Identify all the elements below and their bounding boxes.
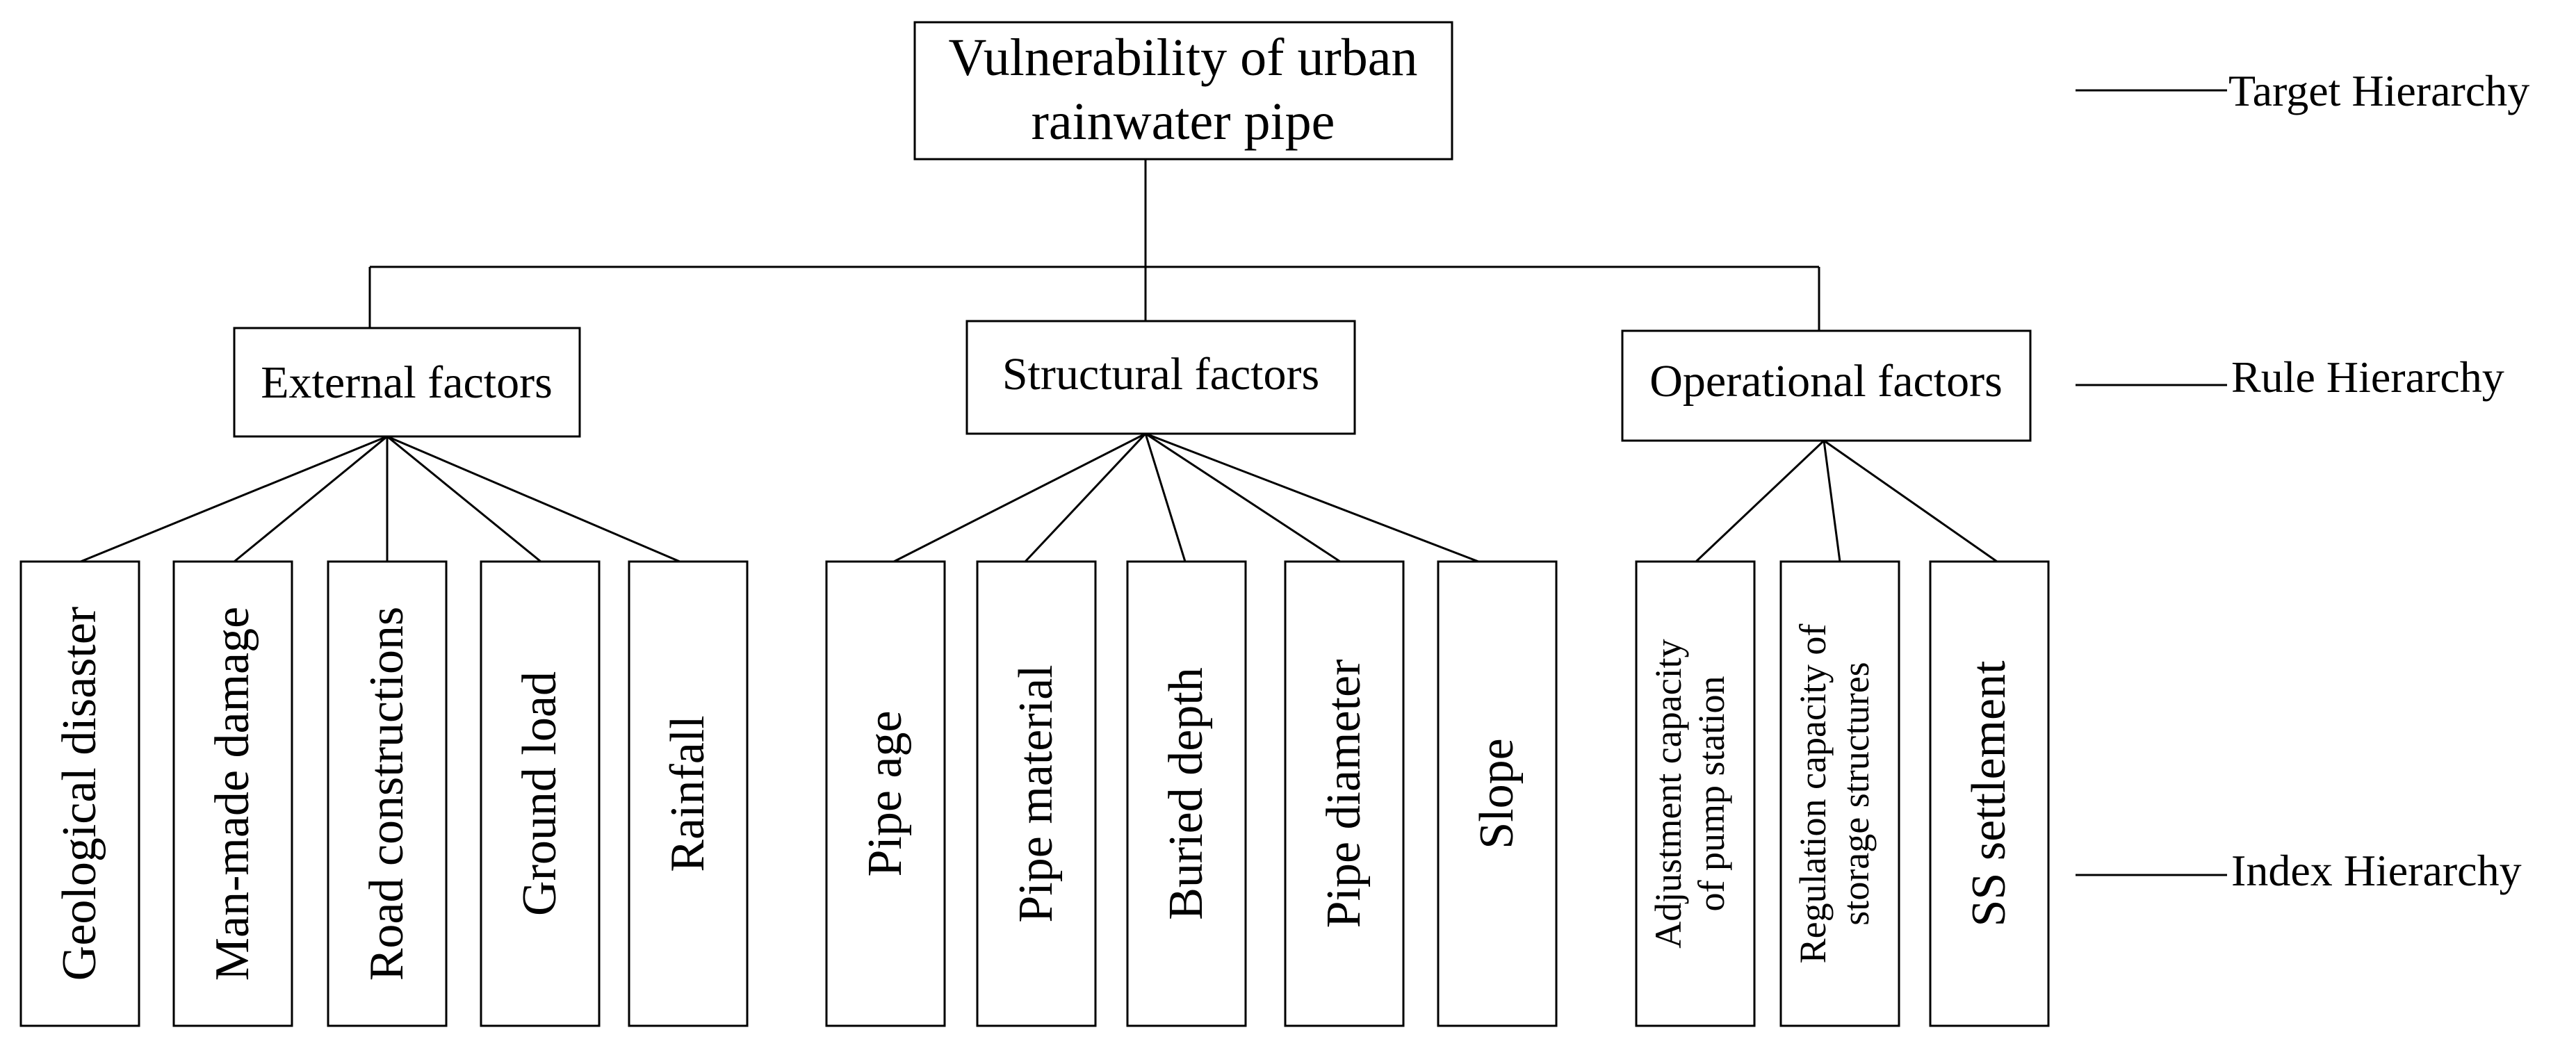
index-box bbox=[1635, 560, 1756, 1027]
index-label: SS settlement bbox=[1962, 660, 2016, 927]
index-node: Ground load bbox=[480, 560, 601, 1027]
index-label: Buried depth bbox=[1159, 667, 1213, 920]
index-node: Rainfall bbox=[628, 560, 749, 1027]
index-box bbox=[628, 560, 749, 1027]
connector-structural-4 bbox=[1145, 432, 1341, 563]
connector-external-2 bbox=[234, 435, 388, 563]
index-node: Pipe diameter bbox=[1284, 560, 1405, 1027]
index-node: Slope bbox=[1437, 560, 1558, 1027]
index-node: Pipe material bbox=[976, 560, 1097, 1027]
index-label: Road constructions bbox=[360, 607, 414, 981]
index-label: Geological disaster bbox=[53, 607, 106, 981]
index-box bbox=[1929, 560, 2050, 1027]
level-label-rule: Rule Hierarchy bbox=[2231, 352, 2504, 402]
index-label-line2: storage structures bbox=[1835, 662, 1877, 925]
connector-structural-2 bbox=[1024, 432, 1147, 563]
index-label: Pipe material bbox=[1009, 664, 1063, 922]
rule-label-operational: Operational factors bbox=[1649, 356, 2003, 407]
index-label: Man-made damage bbox=[206, 607, 259, 981]
index-label-line2: of pump station bbox=[1690, 676, 1732, 912]
index-box bbox=[976, 560, 1097, 1027]
rule-node-external: External factors bbox=[233, 327, 581, 438]
index-box bbox=[1437, 560, 1558, 1027]
index-label-line1: Regulation capacity of bbox=[1792, 624, 1834, 964]
connector-external-5 bbox=[386, 435, 680, 563]
index-box bbox=[1284, 560, 1405, 1027]
index-box bbox=[172, 560, 293, 1027]
rule-box-external bbox=[233, 327, 581, 438]
index-label: Pipe diameter bbox=[1317, 660, 1371, 929]
index-node: Pipe age bbox=[825, 560, 946, 1027]
index-node: Adjustment capacity of pump station bbox=[1635, 560, 1756, 1027]
connector-structural-5 bbox=[1145, 432, 1479, 563]
target-title-line2: rainwater pipe bbox=[1032, 92, 1335, 151]
level-label-index: Index Hierarchy bbox=[2231, 846, 2522, 895]
rule-label-external: External factors bbox=[261, 357, 553, 408]
index-box bbox=[1126, 560, 1247, 1027]
index-node: Road constructions bbox=[327, 560, 448, 1027]
connector-structural-3 bbox=[1144, 433, 1187, 562]
index-box bbox=[327, 560, 448, 1027]
connector-operational-1 bbox=[1695, 439, 1825, 563]
rule-box-structural bbox=[965, 320, 1356, 435]
connector-structural-1 bbox=[893, 432, 1146, 563]
index-label: Rainfall bbox=[661, 715, 715, 872]
connector-operational-2 bbox=[1823, 440, 1841, 562]
index-node: Buried depth bbox=[1126, 560, 1247, 1027]
index-node: Man-made damage bbox=[172, 560, 293, 1027]
index-box bbox=[19, 560, 140, 1027]
index-box bbox=[825, 560, 946, 1027]
index-box bbox=[480, 560, 601, 1027]
index-node: Regulation capacity of storage structure… bbox=[1779, 560, 1900, 1027]
rule-node-structural: Structural factors bbox=[965, 320, 1356, 435]
target-box bbox=[913, 21, 1453, 161]
connector-operational-3 bbox=[1823, 439, 1998, 563]
rule-node-operational: Operational factors bbox=[1621, 329, 2032, 442]
rule-box-operational bbox=[1621, 329, 2032, 442]
index-box bbox=[1779, 560, 1900, 1027]
index-label: Slope bbox=[1470, 738, 1524, 849]
target-title-line1: Vulnerability of urban bbox=[948, 28, 1417, 87]
index-node: Geological disaster bbox=[19, 560, 140, 1027]
connector-external-4 bbox=[386, 435, 541, 563]
index-node: SS settlement bbox=[1929, 560, 2050, 1027]
target-node: Vulnerability of urban rainwater pipe bbox=[913, 21, 1453, 161]
level-label-target: Target Hierarchy bbox=[2228, 66, 2529, 115]
rule-label-structural: Structural factors bbox=[1002, 349, 1319, 400]
connector-external-1 bbox=[80, 435, 388, 563]
index-label: Pipe age bbox=[858, 710, 912, 876]
index-label: Ground load bbox=[513, 671, 566, 916]
index-label-line1: Adjustment capacity bbox=[1647, 639, 1689, 948]
